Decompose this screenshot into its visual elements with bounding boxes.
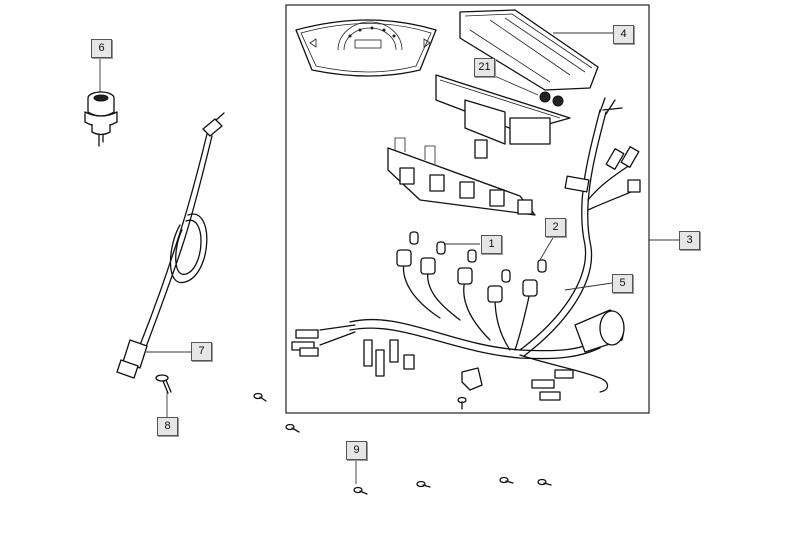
screw-8-drawing: [155, 374, 172, 417]
dashboard-face-drawing: [295, 19, 437, 77]
callout-1[interactable]: 1: [481, 235, 502, 254]
callout-3[interactable]: 3: [679, 231, 700, 250]
callout-2[interactable]: 2: [545, 218, 566, 237]
small-bulbs: [409, 231, 547, 283]
callout-8[interactable]: 8: [157, 417, 178, 436]
instrument-cover-drawing: [459, 9, 613, 91]
speedometer-cable-drawing: [116, 112, 225, 379]
ignition-switch-drawing: [84, 57, 118, 147]
wiring-harness-drawing: [291, 97, 679, 410]
callout-6[interactable]: 6: [91, 39, 112, 58]
callout-7[interactable]: 7: [191, 342, 212, 361]
assembly-frame: [285, 4, 650, 414]
callout-21[interactable]: 21: [474, 58, 495, 77]
loose-screws-drawing: [253, 392, 552, 495]
connector-block-drawing: [387, 137, 536, 216]
callout-5[interactable]: 5: [612, 274, 633, 293]
callout-9[interactable]: 9: [346, 441, 367, 460]
bulb-sockets: [396, 249, 538, 303]
instrument-body-drawing: [435, 73, 571, 159]
callout-4[interactable]: 4: [613, 25, 634, 44]
